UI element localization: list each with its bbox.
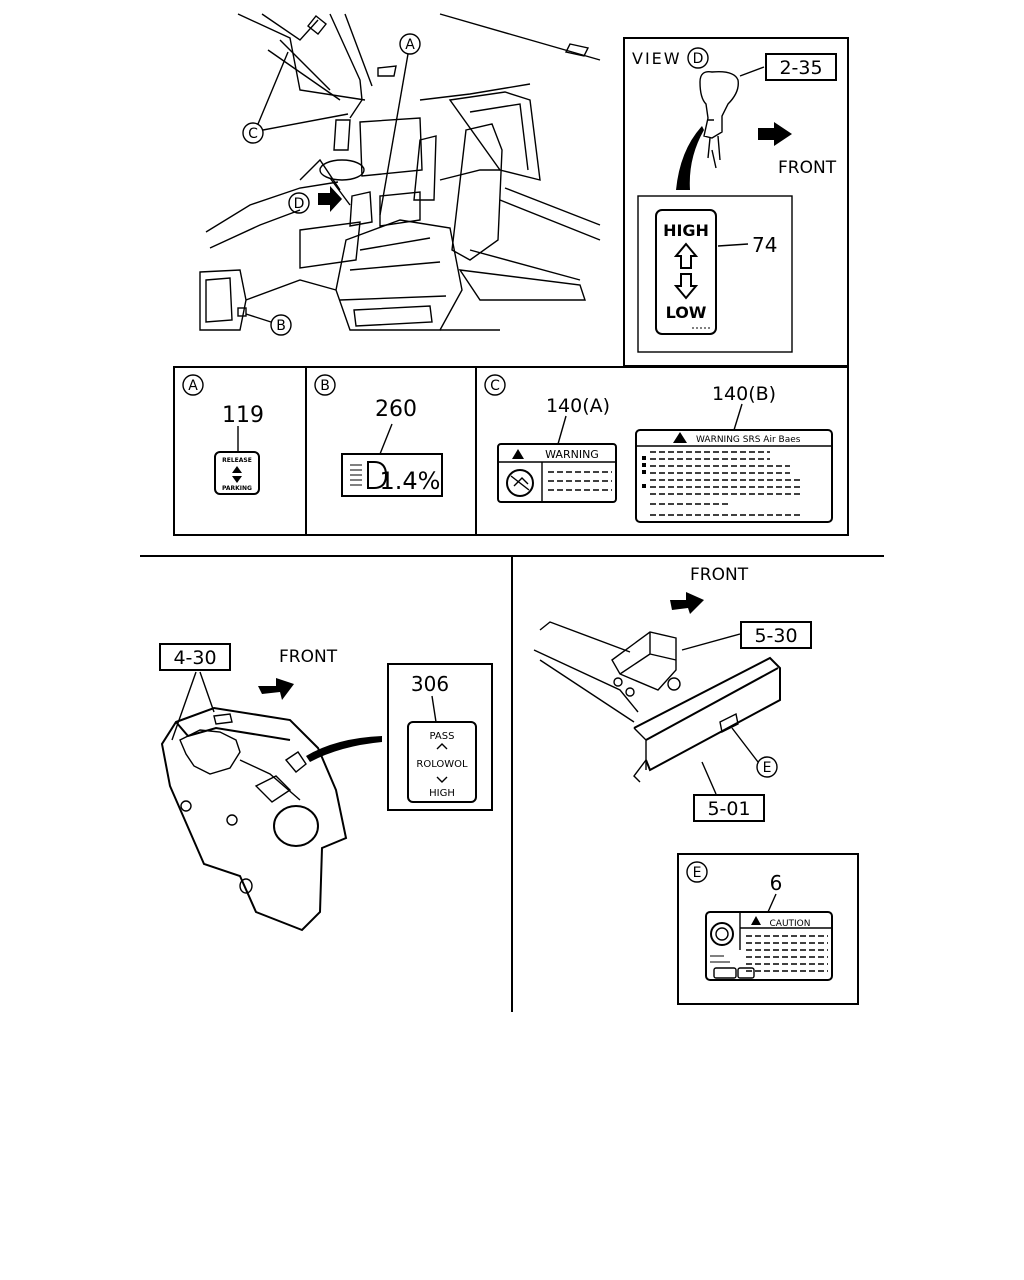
bl-label-item: 306 [411,672,449,696]
bottom-left-panel: 4-30 FRONT 306 PASS ROLOWOL HIGH [159,643,493,932]
callout-b: B [237,307,292,336]
bl-label-pass: PASS [430,731,455,742]
label-74-item: 74 [752,233,777,257]
callout-b-label: B [276,318,286,334]
br-part-ref-bottom: 5-01 [707,798,750,820]
bl-front-label: FRONT [279,647,338,667]
bottom-right-panel: FRONT 5-30 E 5-01 [533,565,812,822]
label-table [173,366,849,536]
label-74-low: LOW [666,303,707,322]
cell-a-parking: PARKING [222,485,252,492]
cell-b-letter: B [320,378,330,394]
view-front-label: FRONT [778,158,837,178]
br-part-ref-top: 5-30 [754,625,797,647]
callout-a-label: A [405,37,415,53]
cell-c-item-a: 140(A) [546,395,610,417]
cell-a-item: 119 [222,403,264,428]
callout-a: A [379,33,421,216]
detail-e-caution: CAUTION [770,919,811,929]
view-letter: D [693,51,704,67]
label-74-high: HIGH [663,221,709,240]
detail-e-item: 6 [770,871,783,895]
label-cell-b: B 260 1.4% [314,374,443,497]
bl-label-high: HIGH [429,788,455,799]
callout-d-label: D [294,196,305,212]
bl-label-middle: ROLOWOL [416,759,468,770]
cell-c-srs-text: WARNING SRS Air Baes [696,435,801,445]
cell-a-release: RELEASE [222,457,252,464]
label-cell-a: A 119 RELEASE PARKING [182,374,264,495]
callout-c: C [242,51,349,144]
br-front-label: FRONT [690,565,749,585]
view-part-ref: 2-35 [779,57,822,79]
cab-interior-illustration [199,13,601,331]
cell-c-warning: WARNING [545,448,599,461]
cell-a-letter: A [188,378,198,394]
detail-e-letter: E [693,865,702,881]
cell-b-item: 260 [375,397,417,422]
callout-d: D [288,192,310,214]
bl-part-ref: 4-30 [173,647,216,669]
view-d-box: VIEW D 2-35 FRONT HIGH LOW 74 [623,37,849,367]
cell-c-letter: C [490,378,500,394]
label-cell-c: C 140(A) WARNING 140(B) WARNING SRS Air … [484,374,833,523]
cell-b-display: 1.4% [380,467,441,495]
callout-c-label: C [248,126,258,142]
detail-e-box: E 6 CAUTION [677,853,859,1005]
br-callout-e: E [763,760,772,776]
cell-c-item-b: 140(B) [712,383,776,405]
view-title: VIEW [632,49,682,68]
